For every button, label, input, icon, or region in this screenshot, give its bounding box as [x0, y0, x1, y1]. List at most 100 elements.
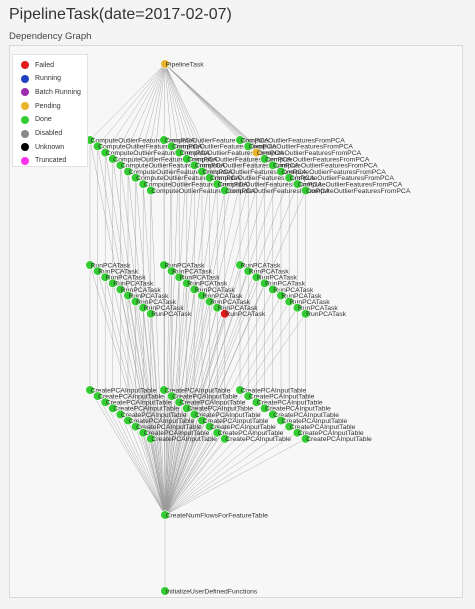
node-label[interactable]: RunPCATask [273, 287, 314, 294]
node-create-pca-input-table[interactable]: CreatePCAInputTable [100, 397, 172, 407]
node-label[interactable]: CreatePCAInputTable [113, 406, 179, 413]
node-compute-outlier-features[interactable]: ComputeOutlierFeaturesFromPCA [123, 166, 234, 177]
node-label[interactable]: ComputeOutlierFeaturesFromPCA [225, 188, 330, 195]
node-run-pca-task[interactable]: RunPCATask [301, 309, 347, 319]
node-label[interactable]: CreatePCAInputTable [91, 387, 157, 394]
node-label[interactable]: ComputeOutlierFeaturesFromPCA [298, 182, 403, 189]
node-label[interactable]: RunPCATask [121, 287, 162, 294]
node-run-pca-task[interactable]: RunPCATask [268, 284, 314, 295]
node-status-dot[interactable] [212, 303, 222, 313]
node-create-pca-input-table[interactable]: CreatePCAInputTable [131, 422, 202, 432]
node-status-dot[interactable] [189, 160, 199, 170]
node-create-pca-input-table[interactable]: CreatePCAInputTable [85, 385, 157, 395]
node-label[interactable]: CreatePCAInputTable [203, 418, 269, 425]
node-run-pca-task[interactable]: RunPCATask [131, 297, 177, 307]
node-label[interactable]: CreatePCAInputTable [265, 406, 331, 413]
node-status-dot[interactable] [205, 297, 215, 307]
node-create-pca-input-table[interactable]: CreatePCAInputTable [284, 422, 356, 432]
node-compute-outlier-features[interactable]: ComputeOutlierFeaturesFromPCA [92, 141, 203, 151]
node-run-pca-task[interactable]: RunPCATask [123, 290, 170, 301]
node-create-pca-input-table[interactable]: CreatePCAInputTable [115, 409, 187, 420]
node-label[interactable]: RunPCATask [306, 311, 347, 318]
node-label[interactable]: ComputeOutlierFeaturesFromPCA [136, 175, 241, 182]
node-create-pca-input-table[interactable]: CreatePCAInputTable [138, 428, 210, 438]
node-status-dot[interactable] [268, 284, 278, 295]
node-label[interactable]: RunPCATask [210, 299, 251, 306]
node-run-pca-task[interactable]: RunPCATask [85, 260, 131, 270]
node-compute-outlier-features[interactable]: ComputeOutlierFeaturesFromPCA [292, 179, 403, 189]
node-status-dot[interactable] [138, 303, 148, 313]
node-status-dot[interactable] [189, 284, 199, 295]
node-label[interactable]: RunPCATask [195, 287, 236, 294]
node-label[interactable]: CreatePCAInputTable [195, 412, 261, 419]
node-status-dot[interactable] [212, 179, 222, 189]
node-label[interactable]: ComputeOutlierFeaturesFromPCA [172, 144, 277, 151]
node-status-dot[interactable] [160, 59, 170, 69]
node-status-dot[interactable] [108, 278, 118, 288]
node-run-pca-task[interactable]: RunPCATask [243, 266, 289, 276]
node-label[interactable]: CreatePCAInputTable [241, 387, 307, 394]
node-label[interactable]: CreatePCAInputTable [98, 394, 164, 401]
node-label[interactable]: CreatePCAInputTable [210, 424, 276, 431]
node-status-dot[interactable] [100, 148, 110, 158]
node-compute-outlier-features[interactable]: ComputeOutlierFeaturesFromPCA [220, 185, 331, 195]
node-run-pca-task[interactable]: RunPCATask [251, 272, 297, 282]
node-label[interactable]: CreatePCAInputTable [172, 394, 238, 401]
node-label[interactable]: CreatePCAInputTable [136, 424, 202, 431]
node-label[interactable]: ComputeOutlierFeaturesFromPCA [98, 144, 203, 151]
node-label[interactable]: CreatePCAInputTable [249, 394, 315, 401]
node-compute-outlier-features[interactable]: ComputeOutlierFeaturesFromPCA [182, 154, 293, 164]
node-run-pca-task[interactable]: RunPCATask [260, 278, 306, 288]
node-compute-outlier-features[interactable]: ComputeOutlierFeaturesFromPCA [284, 173, 395, 183]
node-label[interactable]: ComputeOutlierFeaturesFromPCA [249, 144, 354, 151]
node-status-dot[interactable] [115, 160, 125, 170]
node-status-dot[interactable] [251, 397, 261, 407]
node-status-dot[interactable] [115, 409, 125, 420]
node-run-pca-task[interactable]: RunPCATask [92, 266, 139, 276]
node-label[interactable]: CreatePCAInputTable [298, 430, 364, 437]
node-status-dot[interactable] [174, 272, 184, 282]
node-status-dot[interactable] [189, 409, 199, 420]
node-status-dot[interactable] [146, 434, 156, 444]
node-status-dot[interactable] [159, 385, 169, 395]
node-status-dot[interactable] [276, 166, 286, 177]
node-label[interactable]: ComputeOutlierFeaturesFromPCA [241, 137, 346, 144]
node-label[interactable]: CreatePCAInputTable [257, 400, 323, 407]
node-pipeline-task[interactable]: PipelineTask [160, 59, 205, 69]
node-status-dot[interactable] [92, 391, 103, 401]
node-compute-outlier-features[interactable]: ComputeOutlierFeaturesFromPCA [131, 173, 241, 183]
node-run-pca-task[interactable]: RunPCATask [284, 297, 330, 307]
node-create-pca-input-table[interactable]: CreatePCAInputTable [243, 391, 315, 401]
node-label[interactable]: CreatePCAInputTable [144, 430, 210, 437]
node-status-dot[interactable] [243, 141, 253, 151]
node-label[interactable]: RunPCATask [241, 262, 282, 269]
node-compute-outlier-features[interactable]: ComputeOutlierFeaturesFromPCA [189, 160, 300, 170]
node-status-dot[interactable] [108, 403, 118, 413]
node-status-dot[interactable] [205, 422, 215, 432]
node-label[interactable]: CreatePCAInputTable [225, 436, 291, 443]
node-label[interactable]: RunPCATask [187, 281, 228, 288]
node-compute-outlier-features[interactable]: ComputeOutlierFeaturesFromPCA [205, 173, 315, 183]
node-compute-outlier-features[interactable]: ComputeOutlierFeaturesFromPCA [115, 160, 226, 170]
node-status-dot[interactable] [205, 173, 215, 183]
node-create-pca-input-table[interactable]: CreatePCAInputTable [260, 403, 331, 413]
node-label[interactable]: CreatePCAInputTable [290, 424, 356, 431]
node-compute-outlier-features[interactable]: ComputeOutlierFeaturesFromPCA [235, 135, 346, 145]
node-label[interactable]: RunPCATask [129, 293, 170, 300]
node-status-dot[interactable] [212, 428, 222, 438]
node-create-pca-input-table[interactable]: CreatePCAInputTable [205, 422, 276, 432]
node-run-pca-task[interactable]: RunPCATask [276, 290, 322, 301]
node-status-dot[interactable] [235, 260, 245, 270]
node-status-dot[interactable] [251, 272, 261, 282]
node-label[interactable]: CreatePCAInputTable [121, 412, 187, 419]
node-status-dot[interactable] [260, 278, 270, 288]
node-label[interactable]: ComputeOutlierFeaturesFromPCA [121, 163, 226, 170]
node-run-pca-task[interactable]: RunPCATask [100, 272, 146, 282]
node-compute-outlier-features[interactable]: ComputeOutlierFeaturesFromPCA [212, 179, 323, 189]
node-compute-outlier-features[interactable]: ComputeOutlierFeaturesFromPCA [301, 185, 411, 195]
node-status-dot[interactable] [220, 434, 230, 444]
node-status-dot[interactable] [284, 173, 294, 183]
node-status-dot[interactable] [108, 154, 118, 164]
node-create-pca-input-table[interactable]: CreatePCAInputTable [251, 397, 323, 407]
